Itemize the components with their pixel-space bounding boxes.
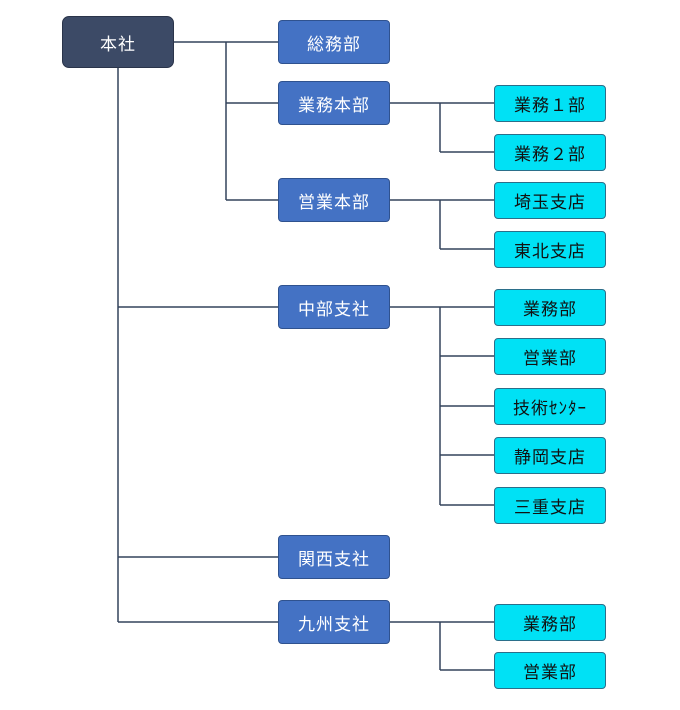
org-node-label: 営業本部: [298, 192, 370, 213]
org-node-kyushu: 九州支社: [278, 600, 390, 644]
org-node-soumu: 総務部: [278, 20, 390, 64]
org-node-chubu-eigyo: 営業部: [494, 338, 606, 375]
org-node-label: 業務１部: [514, 96, 586, 116]
org-node-label: 業務２部: [514, 145, 586, 165]
org-node-label: 東北支店: [514, 242, 586, 262]
org-node-chubu: 中部支社: [278, 285, 390, 329]
org-node-label: 九州支社: [298, 614, 370, 635]
org-node-mie: 三重支店: [494, 487, 606, 524]
org-node-eigyo-honbu: 営業本部: [278, 178, 390, 222]
org-node-label: 三重支店: [514, 498, 586, 518]
org-node-label: 業務本部: [298, 95, 370, 116]
org-node-label: 静岡支店: [514, 448, 586, 468]
org-node-saitama: 埼玉支店: [494, 182, 606, 219]
org-node-chubu-gijutsu: 技術ｾﾝﾀｰ: [494, 388, 606, 425]
org-node-label: 本社: [100, 34, 136, 55]
org-node-gyomu-2: 業務２部: [494, 134, 606, 171]
org-node-kansai: 関西支社: [278, 535, 390, 579]
org-node-gyomu-1: 業務１部: [494, 85, 606, 122]
org-node-label: 営業部: [523, 663, 577, 683]
org-node-chubu-gyomu: 業務部: [494, 289, 606, 326]
org-node-label: 埼玉支店: [514, 193, 586, 213]
org-node-label: 関西支社: [298, 549, 370, 570]
org-node-label: 業務部: [523, 300, 577, 320]
org-node-label: 業務部: [523, 615, 577, 635]
org-node-label: 営業部: [523, 349, 577, 369]
org-node-shizuoka: 静岡支店: [494, 437, 606, 474]
org-node-tohoku: 東北支店: [494, 231, 606, 268]
org-node-kyushu-gyomu: 業務部: [494, 604, 606, 641]
org-node-root: 本社: [62, 16, 174, 68]
org-node-kyushu-eigyo: 営業部: [494, 652, 606, 689]
org-node-label: 中部支社: [298, 299, 370, 320]
org-node-label: 技術ｾﾝﾀｰ: [513, 399, 587, 419]
org-node-gyomu-honbu: 業務本部: [278, 81, 390, 125]
org-node-label: 総務部: [307, 34, 361, 55]
